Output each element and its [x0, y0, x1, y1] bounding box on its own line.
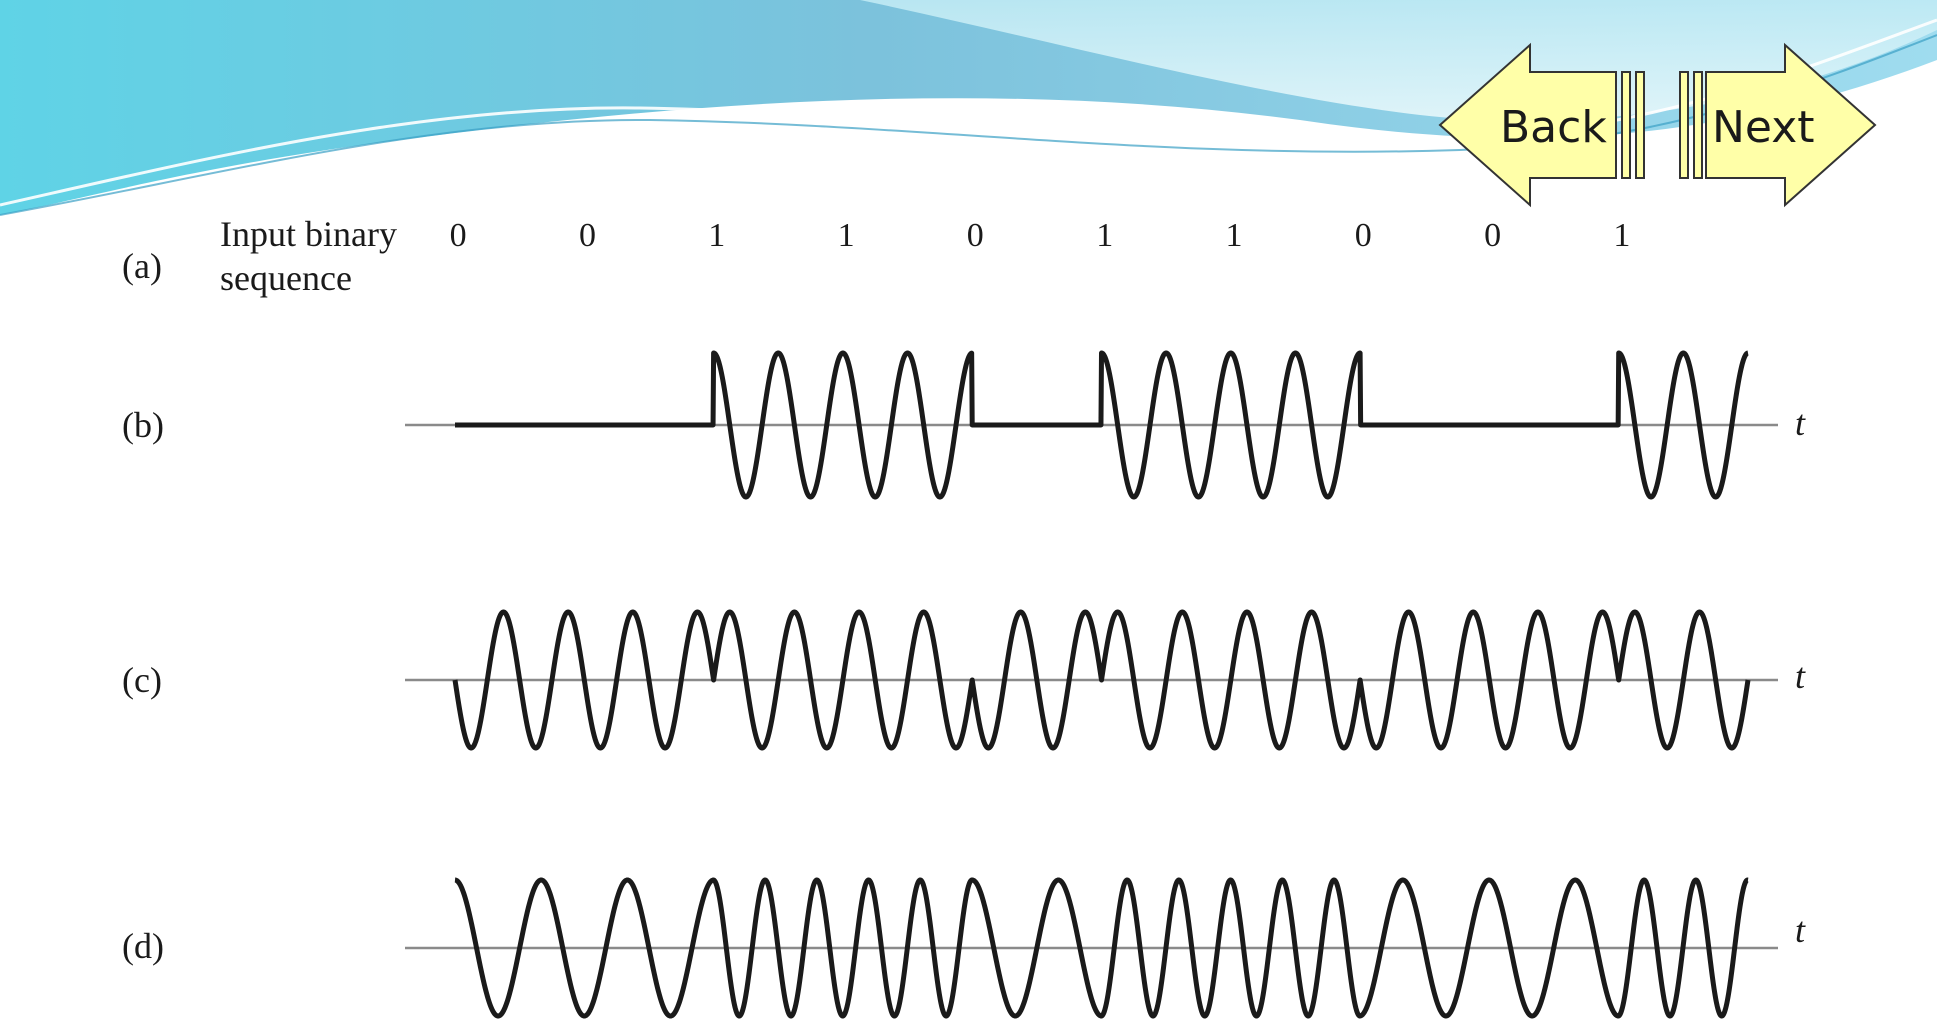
row-label-b: (b): [122, 405, 164, 445]
input-title-line2: sequence: [220, 258, 352, 298]
next-button[interactable]: Next: [1679, 42, 1877, 208]
fsk-waveform: [453, 877, 1750, 1019]
next-bar-icon: [1693, 71, 1703, 179]
fsk-axis-label: t: [1795, 910, 1806, 950]
bit-value: 0: [1484, 217, 1501, 254]
bit-value: 1: [1613, 217, 1630, 254]
row-label-a: (a): [122, 246, 162, 286]
bit-values: 0 0 1 1 0 1 1 0 0 1: [450, 217, 1631, 254]
input-sequence-row: (a) Input binary sequence 0 0 1 1 0 1 1 0 0 1: [122, 214, 1630, 298]
ask-waveform: [453, 350, 1750, 500]
psk-row: (c) t: [122, 609, 1806, 751]
back-arrow-icon: [1438, 42, 1617, 208]
next-arrow-icon: [1705, 42, 1877, 208]
bit-value: 0: [967, 217, 984, 254]
bit-value: 1: [708, 217, 725, 254]
next-button-label: Next: [1712, 102, 1815, 153]
back-button[interactable]: Back: [1438, 42, 1645, 208]
back-bar-icon: [1621, 71, 1631, 179]
bit-value: 1: [1226, 217, 1243, 254]
bit-value: 1: [838, 217, 855, 254]
ask-axis-label: t: [1795, 403, 1806, 443]
next-bar-icon: [1679, 71, 1689, 179]
ask-row: (b) t: [122, 350, 1806, 500]
back-bar-icon: [1635, 71, 1645, 179]
psk-axis-label: t: [1795, 656, 1806, 696]
bit-value: 0: [450, 217, 467, 254]
fsk-row: (d) t: [122, 877, 1806, 1019]
input-title-line1: Input binary: [220, 214, 397, 254]
row-label-d: (d): [122, 926, 164, 966]
bit-value: 1: [1096, 217, 1113, 254]
header-banner: [0, 0, 1937, 216]
row-label-c: (c): [122, 660, 162, 700]
psk-waveform: [452, 609, 1751, 751]
figure-panel: [108, 205, 1836, 1023]
bit-value: 0: [1355, 217, 1372, 254]
back-button-label: Back: [1500, 102, 1607, 153]
bit-value: 0: [579, 217, 596, 254]
